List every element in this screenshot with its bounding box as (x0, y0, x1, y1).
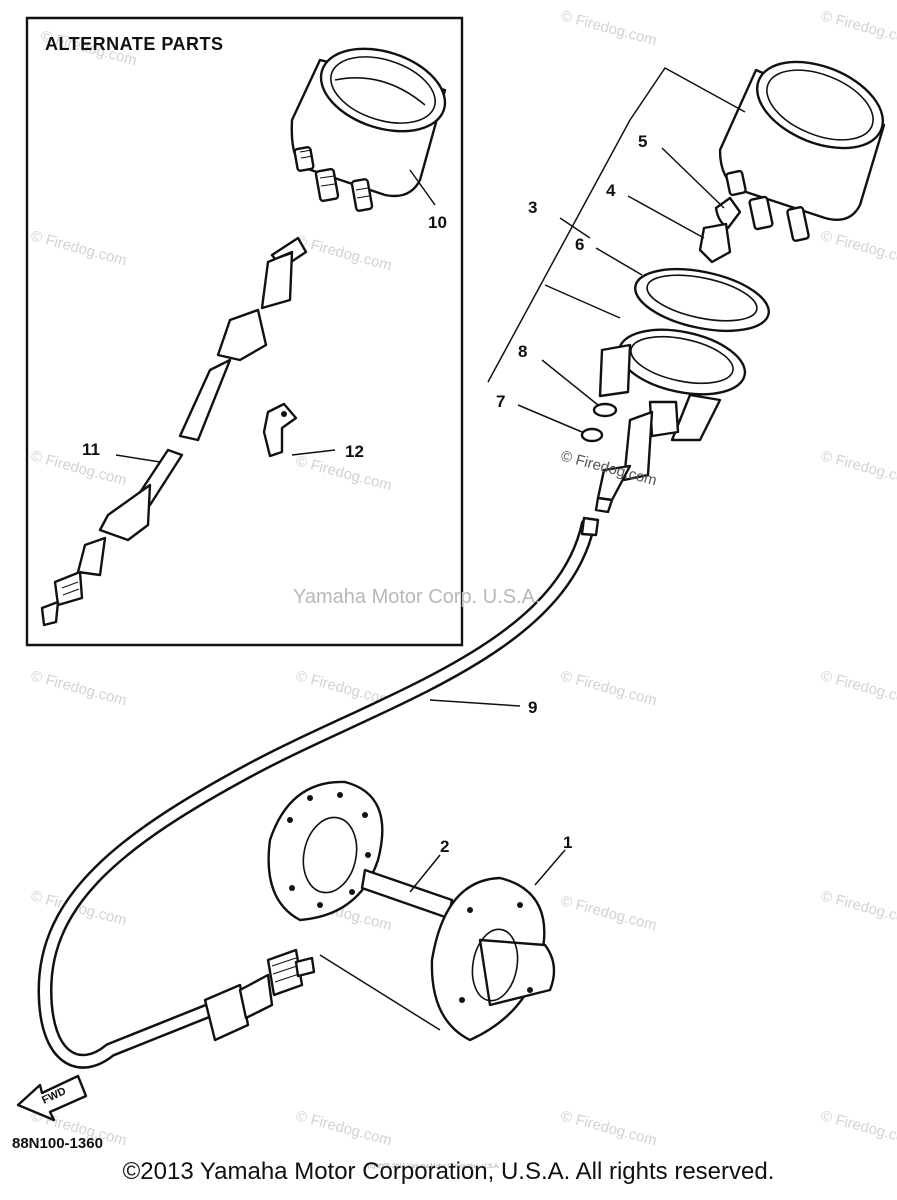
watermark: © Firedog.com (29, 667, 129, 709)
leader-hub (319, 954, 441, 1031)
speedometer-assembly[interactable] (718, 45, 895, 242)
watermark: © Firedog.com (819, 447, 897, 489)
fwd-arrow-icon: FWD (16, 1074, 88, 1122)
watermark: © Firedog.com (29, 227, 129, 269)
diagram-code: 88N100-1360 (12, 1135, 103, 1152)
copyright-footer: ©2013 Yamaha Motor Corporation, U.S.A. A… (122, 1158, 775, 1185)
watermark: © Firedog.com (819, 227, 897, 269)
callout-4: 4 (606, 181, 616, 200)
part-12-clip[interactable] (262, 402, 298, 458)
callout-2: 2 (440, 837, 449, 856)
part-9-speedometer-cable[interactable] (37, 516, 600, 1069)
alternate-parts-title: ALTERNATE PARTS (45, 34, 224, 54)
watermark: © Firedog.com (29, 447, 129, 489)
leader-7 (517, 404, 583, 433)
watermark: © Firedog.com (819, 1107, 897, 1149)
callout-9: 9 (528, 698, 537, 717)
part-8-grommet[interactable] (592, 402, 618, 418)
watermark: © Firedog.com (294, 1107, 394, 1149)
callout-11: 11 (82, 440, 100, 459)
tiny-notice: (c) 2005-2016 Yamaha Motor Corporation, … (368, 1164, 500, 1170)
leader-12 (291, 449, 336, 456)
leader-5 (661, 147, 725, 209)
leader-2 (409, 854, 441, 893)
leader-10 (409, 169, 436, 206)
callout-3: 3 (528, 198, 537, 217)
callout-1: 1 (563, 833, 572, 852)
leader-3 (559, 217, 591, 239)
part-5-bulb[interactable] (714, 196, 742, 230)
watermark: © Firedog.com (559, 1107, 659, 1149)
leader-6 (595, 247, 643, 276)
part-6-damper[interactable] (630, 258, 775, 341)
center-watermark: Yamaha Motor Corp. U.S.A. (293, 586, 541, 608)
group-bracket (629, 67, 746, 121)
leader-9 (429, 699, 521, 707)
watermark: © Firedog.com (559, 892, 659, 934)
callout-10: 10 (428, 213, 447, 232)
part-3-meter-bracket[interactable] (598, 319, 751, 442)
watermark: © Firedog.com (819, 887, 897, 929)
group-bracket-side (487, 119, 631, 383)
callout-12: 12 (345, 442, 364, 461)
watermark: © Firedog.com (559, 667, 659, 709)
leader-1 (534, 849, 566, 886)
callout-6: 6 (575, 235, 584, 254)
callout-7: 7 (496, 392, 505, 411)
watermark: © Firedog.com (294, 232, 394, 274)
part-1-speedometer-gear-unit[interactable] (430, 876, 556, 1042)
part-11-cable-alt[interactable] (40, 236, 308, 627)
leader-11 (115, 454, 161, 463)
part-10-speedometer-alt[interactable] (290, 34, 456, 212)
part-2-drive-shaft[interactable] (360, 868, 454, 920)
leader-3b (544, 284, 621, 319)
part-4-bulb-socket[interactable] (698, 222, 732, 264)
cable-upper-fitting[interactable] (594, 410, 654, 514)
part-7-washer[interactable] (580, 427, 604, 443)
callout-5: 5 (638, 132, 647, 151)
watermark: © Firedog.com (819, 667, 897, 709)
hub-disc (267, 780, 384, 922)
leader-4 (627, 195, 705, 239)
callout-8: 8 (518, 342, 527, 361)
watermark: © Firedog.com (559, 7, 659, 49)
watermark: © Firedog.com (819, 7, 897, 49)
leader-8 (541, 359, 599, 406)
alternate-parts-box: ALTERNATE PARTS (25, 16, 464, 647)
watermark: © Firedog.com (294, 452, 394, 494)
